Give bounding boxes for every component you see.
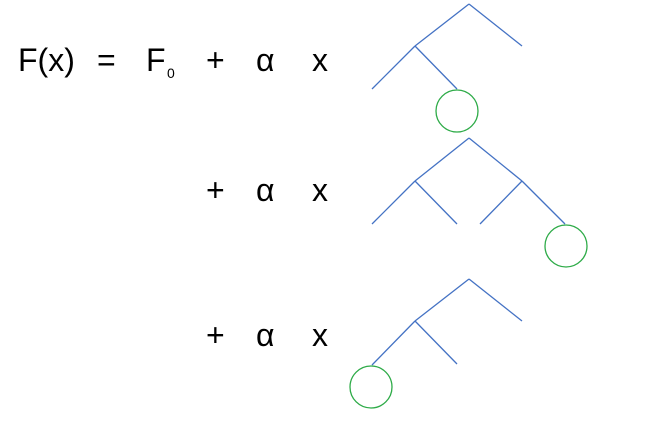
tree-1-edge (414, 45, 458, 90)
tree-3-edge (468, 278, 523, 322)
tree-2-edge (468, 137, 523, 182)
tree-1-selected-leaf (435, 89, 479, 133)
tree-3-selected-leaf (349, 365, 393, 409)
tree-3-edge (414, 320, 458, 365)
tree-3-edge (414, 278, 470, 322)
equals-sign: = (97, 42, 116, 78)
term-3-plus: + (206, 317, 225, 353)
tree-1-edge (414, 3, 470, 47)
function-lhs: F(x) (18, 42, 75, 78)
term-1-plus: + (206, 42, 225, 78)
tree-2-edge (521, 180, 566, 225)
tree-1-edge (468, 3, 523, 47)
tree-1 (371, 3, 523, 133)
tree-3 (349, 278, 523, 409)
base-model-letter: F (146, 42, 166, 78)
term-1-times: x (312, 42, 328, 78)
term-3-times: x (312, 317, 328, 353)
tree-3-edge (371, 320, 416, 366)
term-2-alpha: α (256, 172, 275, 208)
term-2-plus: + (206, 172, 225, 208)
tree-1-edge (371, 45, 416, 90)
tree-2-edge (479, 180, 523, 225)
term-3-alpha: α (256, 317, 275, 353)
tree-2-selected-leaf (544, 224, 588, 268)
tree-2-edge (414, 137, 470, 182)
tree-2 (371, 137, 588, 268)
tree-2-edge (414, 180, 458, 225)
base-model-subscript: 0 (167, 65, 175, 81)
term-2-times: x (312, 172, 328, 208)
tree-2-edge (371, 180, 416, 225)
term-1-alpha: α (256, 42, 275, 78)
